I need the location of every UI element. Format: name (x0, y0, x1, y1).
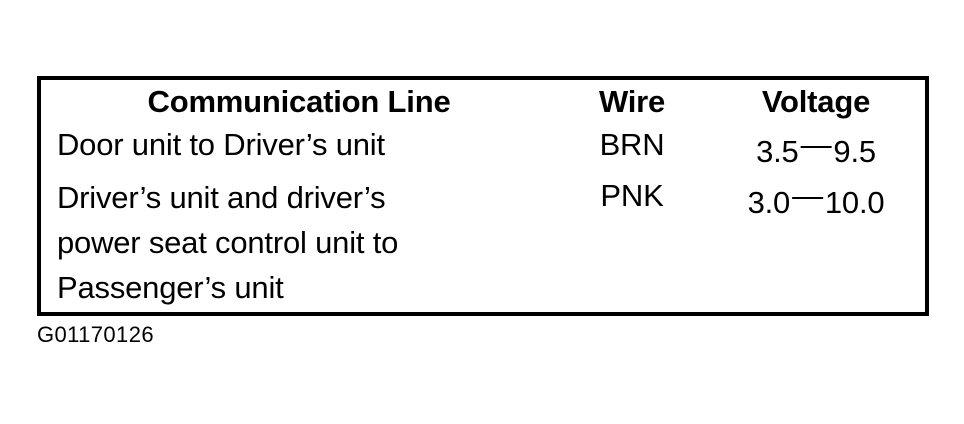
figure-caption: G01170126 (37, 322, 154, 347)
cell-voltage: 3.0—10.0 (707, 173, 927, 314)
cell-communication-line-text-line-2: power seat control unit to (57, 224, 399, 260)
column-header-wire: Wire (557, 78, 707, 123)
table-row: Door unit to Driver’s unit BRN 3.5—9.5 (39, 123, 927, 174)
cell-wire: BRN (557, 123, 707, 174)
column-header-voltage: Voltage (707, 78, 927, 123)
cell-voltage-low: 3.5 (756, 133, 799, 169)
communication-line-voltage-table: Communication Line Wire Voltage Door uni… (37, 76, 929, 316)
cell-communication-line-text-line-3: Passenger’s unit (57, 269, 284, 305)
column-header-communication-line-label: Communication Line (147, 84, 451, 119)
cell-voltage-high: 9.5 (833, 133, 876, 169)
cell-wire: PNK (557, 173, 707, 314)
column-header-voltage-label: Voltage (761, 84, 871, 119)
table-header-row: Communication Line Wire Voltage (39, 78, 927, 123)
cell-voltage-high: 10.0 (824, 184, 885, 220)
range-dash-icon: — (800, 127, 832, 162)
table-row: Driver’s unit and driver’s power seat co… (39, 173, 927, 314)
column-header-wire-label: Wire (598, 84, 666, 119)
cell-voltage-low: 3.0 (747, 184, 791, 220)
cell-communication-line-text: Driver’s unit and driver’s power seat co… (41, 174, 557, 310)
range-dash-icon: — (792, 177, 823, 213)
cell-communication-line-text-line-1: Driver’s unit and driver’s (57, 179, 386, 215)
cell-voltage: 3.5—9.5 (707, 123, 927, 174)
column-header-communication-line: Communication Line (39, 78, 557, 123)
cell-communication-line-text: Door unit to Driver’s unit (57, 127, 385, 162)
cell-communication-line: Driver’s unit and driver’s power seat co… (39, 173, 557, 314)
cell-wire-text: BRN (599, 127, 665, 162)
cell-voltage-text: 3.5—9.5 (707, 123, 925, 174)
cell-wire-text: PNK (600, 177, 664, 213)
cell-voltage-text: 3.0—10.0 (707, 174, 925, 225)
cell-communication-line: Door unit to Driver’s unit (39, 123, 557, 174)
